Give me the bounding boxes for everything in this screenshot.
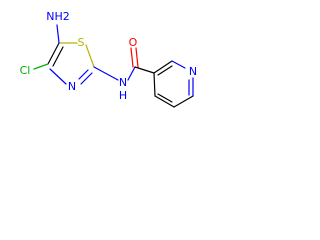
bond-c2-n3 — [80, 72, 93, 85]
bond-py-c2-n1 — [171, 60, 186, 69]
chemical-structure: NH2 Cl S N N H O N — [20, 10, 197, 108]
atom-label-amide-hydrogen: H — [119, 89, 127, 102]
bond-c4-cl — [33, 63, 49, 70]
bond-py-c5-c4-inner — [157, 93, 173, 103]
bond-carbonyl-o-double — [135, 47, 139, 68]
bond-n3-c4 — [49, 68, 67, 85]
bond-nh-carbonyl — [127, 66, 136, 81]
atom-label-pyridine-nitrogen: N — [189, 65, 197, 78]
atom-label-thiazole-nitrogen: N — [68, 80, 76, 93]
atom-label-chlorine: Cl — [20, 64, 31, 77]
atom-label-amide-nitrogen: N — [119, 76, 127, 89]
bond-c5-c4 — [47, 42, 60, 65]
atom-label-oxygen: O — [129, 36, 138, 49]
bond-c2-n3-inner — [78, 69, 89, 80]
bond-c2-nh — [93, 66, 119, 81]
atom-label-amino: NH2 — [46, 10, 70, 23]
atom-label-sulfur: S — [78, 36, 85, 49]
bond-py-c6-c5 — [173, 95, 194, 108]
bond-carbonyl-pyridine — [134, 66, 155, 74]
bond-s-c2 — [85, 44, 95, 68]
bond-py-c3-c2 — [153, 60, 173, 74]
bond-py-c4-c3 — [153, 72, 156, 97]
bond-carbonyl-o — [130, 47, 134, 68]
bond-py-c3-c2-inner — [157, 65, 173, 76]
bond-py-c5-c4 — [154, 95, 175, 108]
bond-c5-nh2 — [56, 24, 60, 44]
bond-c5-c4-inner — [52, 46, 64, 67]
